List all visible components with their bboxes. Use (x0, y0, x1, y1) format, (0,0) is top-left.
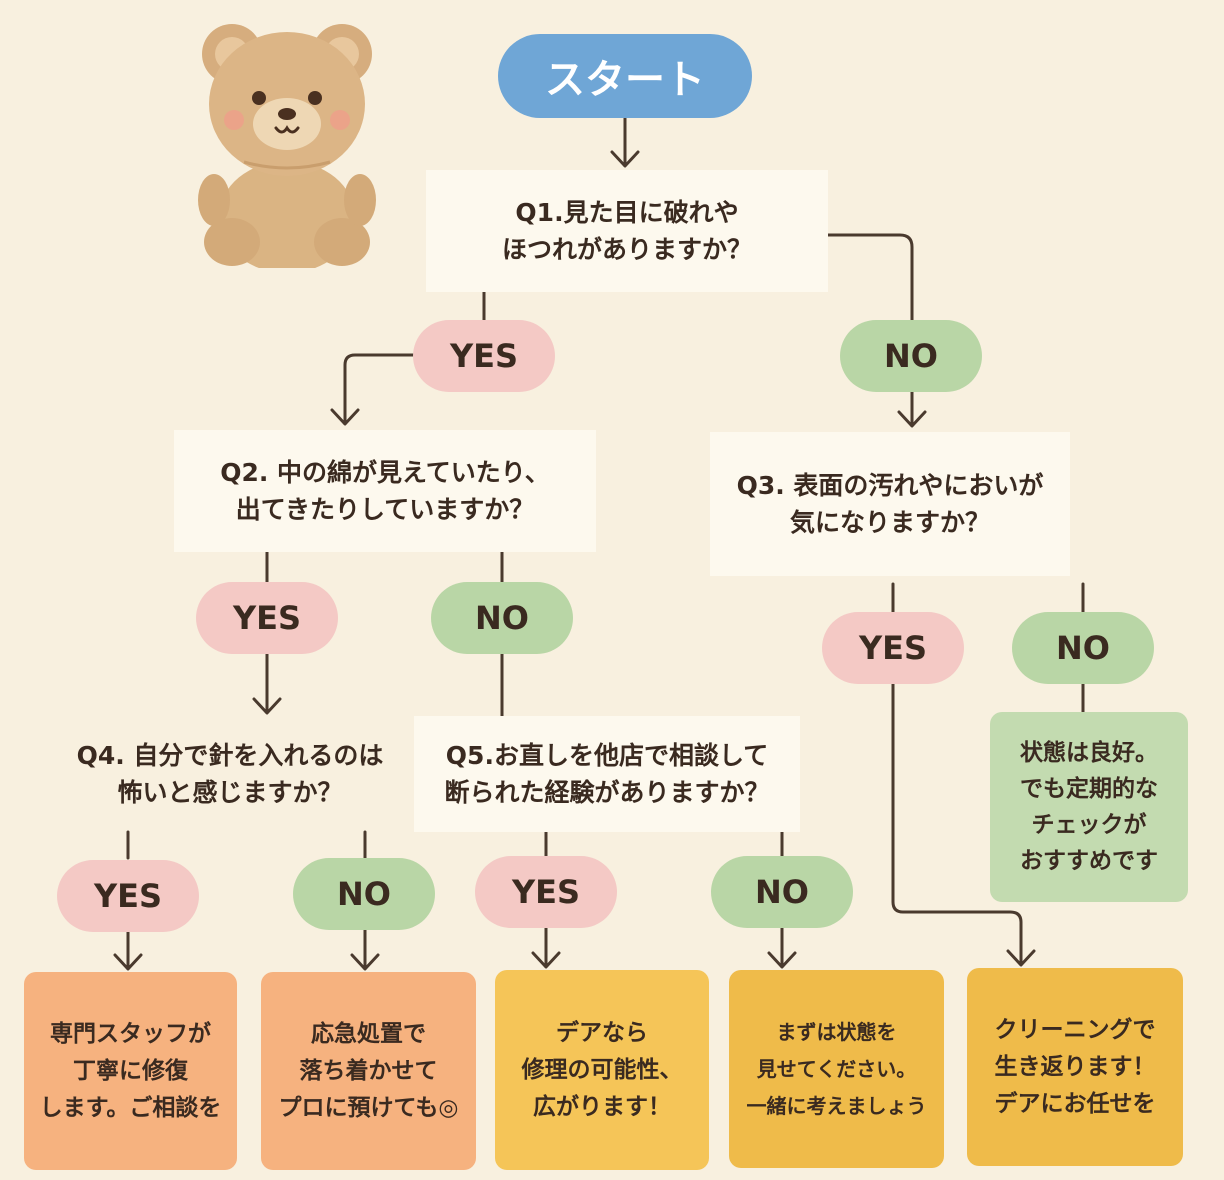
result-2-line-3: プロに預けても◎ (278, 1094, 459, 1121)
result-5-line-3: デアにお任せを (994, 1090, 1156, 1117)
result-6-line-3: チェックが (1031, 812, 1147, 838)
question-3: Q3. 表面の汚れやにおいが 気になりますか？ (710, 432, 1070, 576)
result-6-line-1: 状態は良好。 (1020, 740, 1158, 766)
q5-yes-label: YES (475, 856, 617, 928)
connector-yes-q2 (343, 353, 416, 425)
connector-yes-r5 (891, 680, 1023, 966)
arrowhead (330, 408, 360, 426)
question-4-line-1: Q4. 自分で針を入れるのは (76, 741, 384, 770)
question-3-line-1: Q3. 表面の汚れやにおいが (736, 471, 1044, 500)
q1-yes-label: YES (413, 320, 555, 392)
connector-q1-no (826, 233, 914, 322)
question-5: Q5.お直しを他店で相談して 断られた経験がありますか？ (414, 716, 800, 832)
result-5-line-2: 生き返ります！ (994, 1053, 1156, 1080)
result-expert-repair: 専門スタッフが 丁寧に修復 します。ご相談を (24, 972, 237, 1170)
question-1: Q1.見た目に破れや ほつれがありますか？ (426, 170, 828, 292)
q3-yes-label: YES (822, 612, 964, 684)
result-4-line-1: まずは状態を (776, 1019, 897, 1044)
q2-no-label: NO (431, 582, 573, 654)
question-3-line-2: 気になりますか？ (789, 508, 990, 537)
q4-yes-label: YES (57, 860, 199, 932)
result-5-line-1: クリーニングで (994, 1016, 1156, 1043)
result-1-line-3: します。ご相談を (39, 1094, 222, 1121)
arrowhead (252, 697, 282, 715)
arrowhead (113, 953, 143, 971)
question-4-line-2: 怖いと感じますか？ (117, 778, 343, 807)
teddy-bear-icon (198, 24, 376, 268)
arrowhead (350, 953, 380, 971)
result-good-condition: 状態は良好。 でも定期的な チェックが おすすめです (990, 712, 1188, 902)
result-3-line-1: デアなら (556, 1019, 648, 1046)
question-1-line-2: ほつれがありますか？ (501, 235, 752, 264)
result-1-line-2: 丁寧に修復 (73, 1057, 188, 1084)
q5-no-label: NO (711, 856, 853, 928)
result-3-line-2: 修理の可能性、 (521, 1056, 683, 1083)
result-1-line-1: 専門スタッフが (50, 1020, 211, 1047)
q4-no-label: NO (293, 858, 435, 930)
q2-yes-label: YES (196, 582, 338, 654)
q1-no-label: NO (840, 320, 982, 392)
question-2-line-1: Q2. 中の綿が見えていたり、 (220, 458, 550, 487)
arrowhead (897, 410, 927, 428)
arrowhead (531, 951, 561, 969)
result-3-line-3: 広がります！ (533, 1093, 671, 1120)
result-cleaning: クリーニングで 生き返ります！ デアにお任せを (967, 968, 1183, 1166)
question-4: Q4. 自分で針を入れるのは 怖いと感じますか？ (50, 716, 410, 832)
result-show-condition: まずは状態を 見せてください。 一緒に考えましょう (729, 970, 944, 1168)
result-2-line-2: 落ち着かせて (299, 1057, 438, 1084)
result-6-line-2: でも定期的な (1020, 776, 1158, 802)
result-2-line-1: 応急処置で (311, 1020, 426, 1047)
arrowhead (767, 951, 797, 969)
arrowhead (610, 150, 640, 168)
result-4-line-2: 見せてください。 (756, 1056, 917, 1081)
result-first-aid: 応急処置で 落ち着かせて プロに預けても◎ (261, 972, 476, 1170)
question-5-line-1: Q5.お直しを他店で相談して (445, 741, 769, 770)
question-5-line-2: 断られた経験がありますか？ (444, 778, 770, 807)
question-2-line-2: 出てきたりしていますか？ (235, 495, 535, 524)
result-repair-possible: デアなら 修理の可能性、 広がります！ (495, 970, 709, 1170)
start-node: スタート (498, 34, 752, 118)
question-2: Q2. 中の綿が見えていたり、 出てきたりしていますか？ (174, 430, 596, 552)
q3-no-label: NO (1012, 612, 1154, 684)
result-6-line-4: おすすめです (1020, 848, 1158, 874)
question-1-line-1: Q1.見た目に破れや (515, 198, 739, 227)
arrowhead (1006, 949, 1036, 967)
result-4-line-3: 一緒に考えましょう (746, 1093, 927, 1118)
